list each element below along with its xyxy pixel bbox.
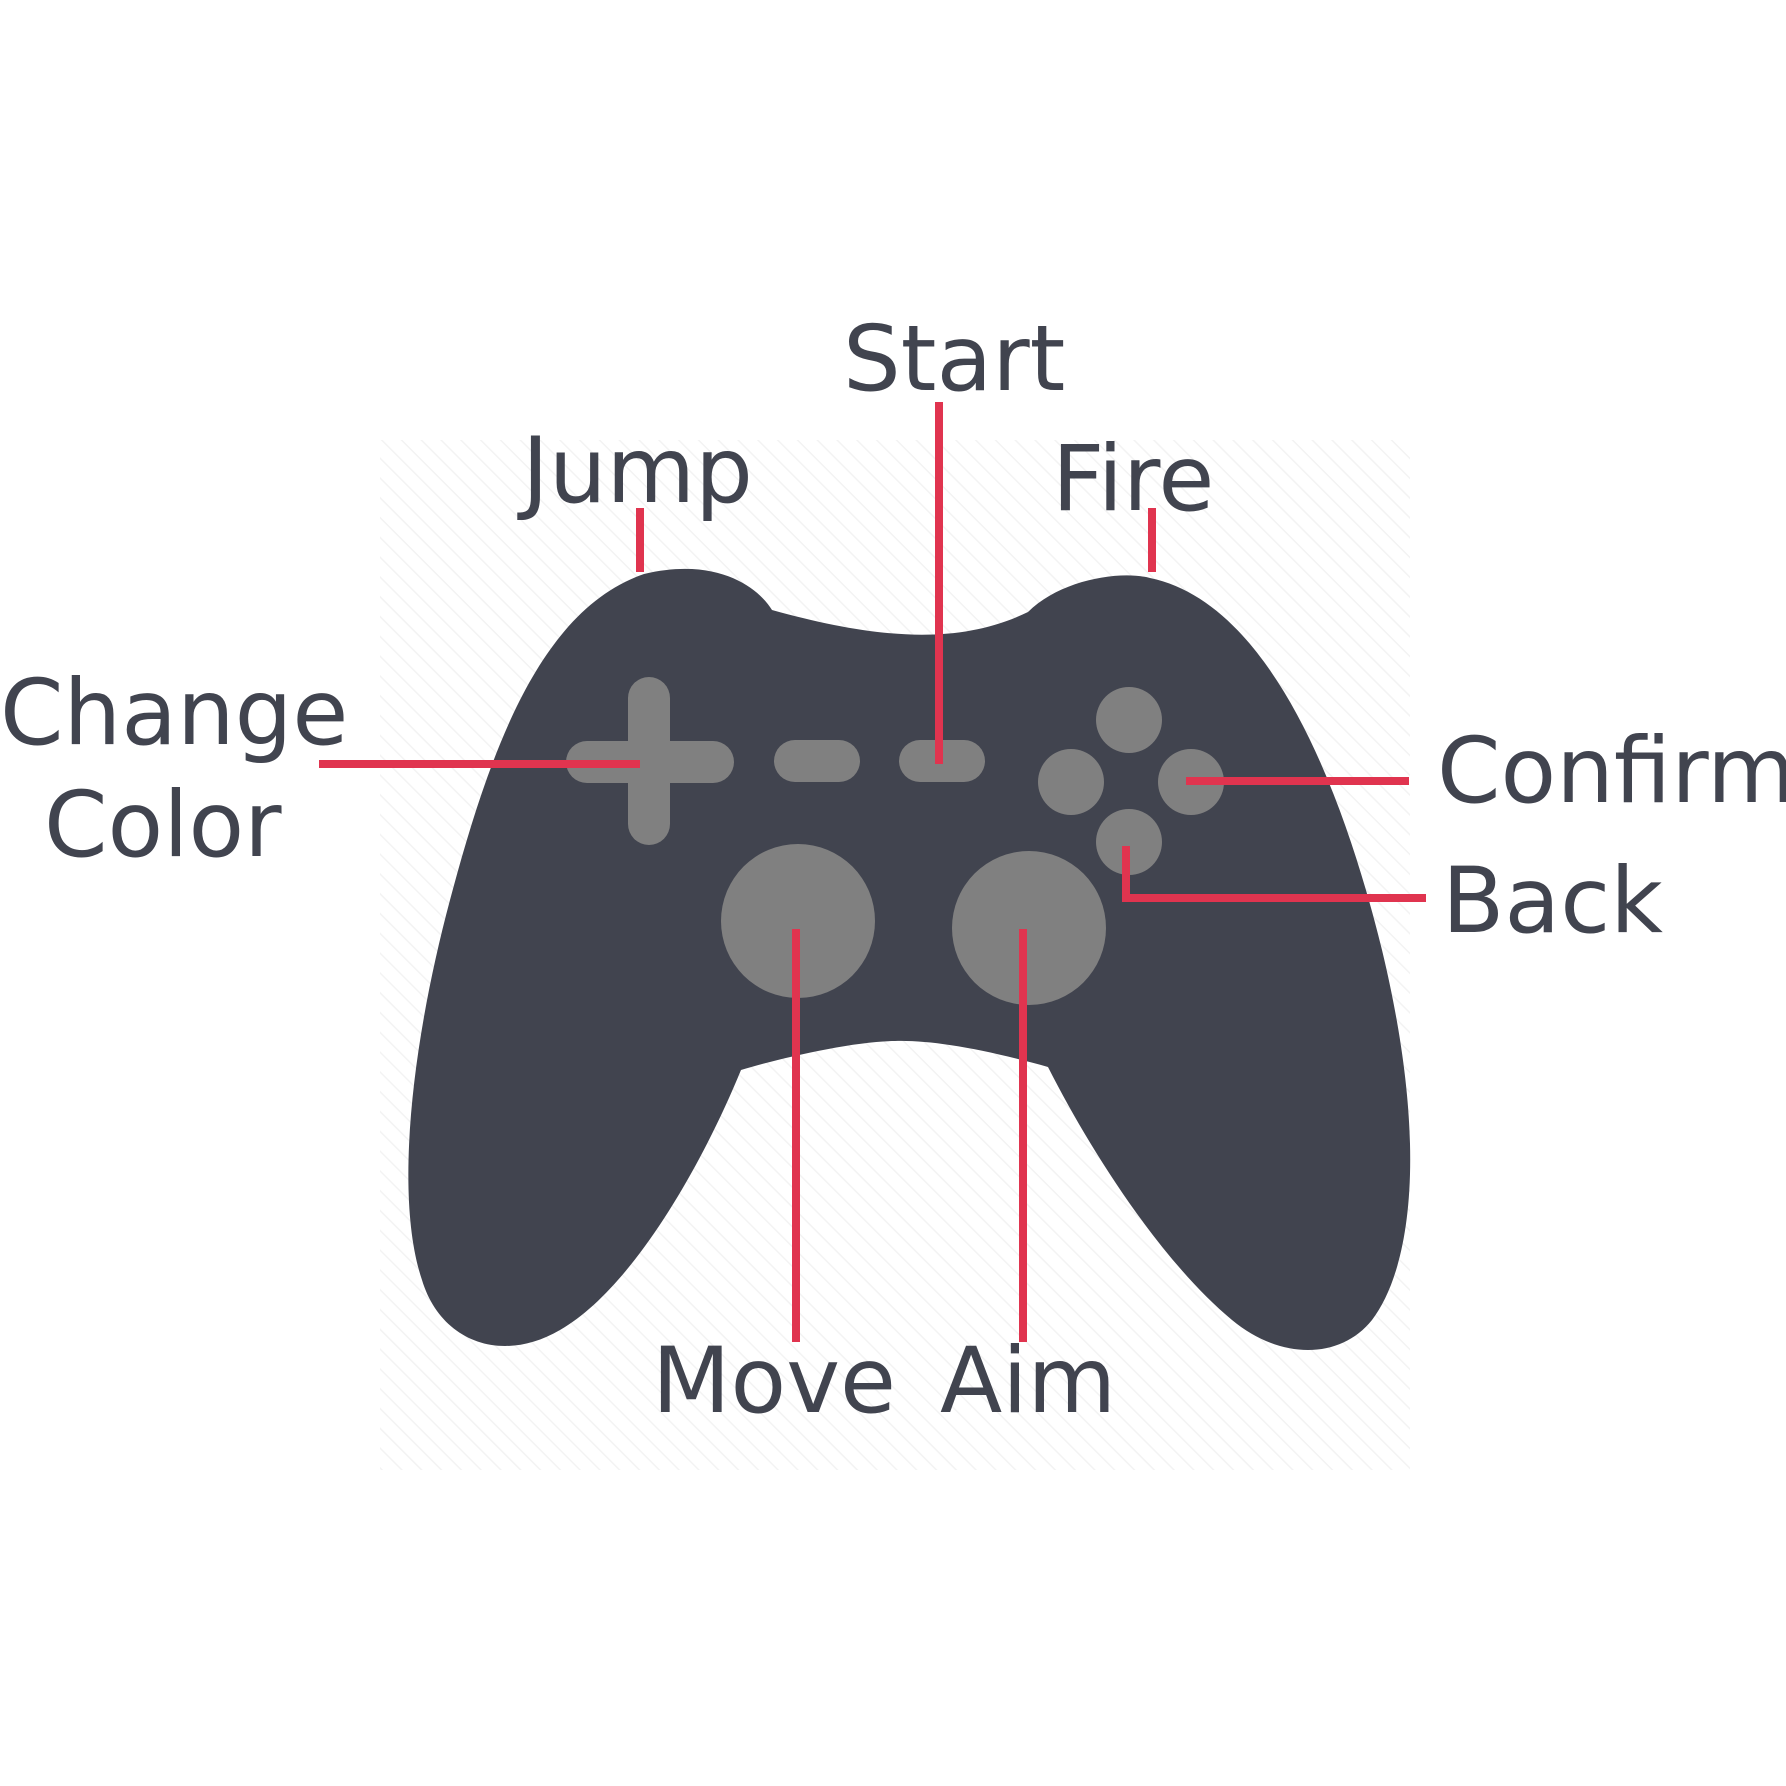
thumbstick-left-icon[interactable] — [721, 844, 875, 998]
label-aim: Aim — [940, 1329, 1116, 1434]
label-jump: Jump — [517, 419, 753, 524]
label-back: Back — [1442, 849, 1663, 954]
label-start: Start — [843, 307, 1065, 412]
label-change-color-line1: Change — [0, 661, 348, 766]
face-button-left[interactable] — [1038, 749, 1104, 815]
label-change-color-line2: Color — [44, 773, 282, 878]
face-button-top[interactable] — [1096, 687, 1162, 753]
callout-back — [1122, 846, 1426, 902]
dpad-icon[interactable] — [566, 677, 734, 845]
label-confirm: Confirm — [1437, 719, 1786, 824]
select-button[interactable] — [774, 740, 860, 782]
thumbstick-right-icon[interactable] — [952, 851, 1106, 1005]
callout-lines — [319, 402, 1426, 1342]
label-move: Move — [652, 1329, 896, 1434]
face-button-bottom[interactable] — [1096, 809, 1162, 875]
label-fire: Fire — [1052, 427, 1214, 532]
